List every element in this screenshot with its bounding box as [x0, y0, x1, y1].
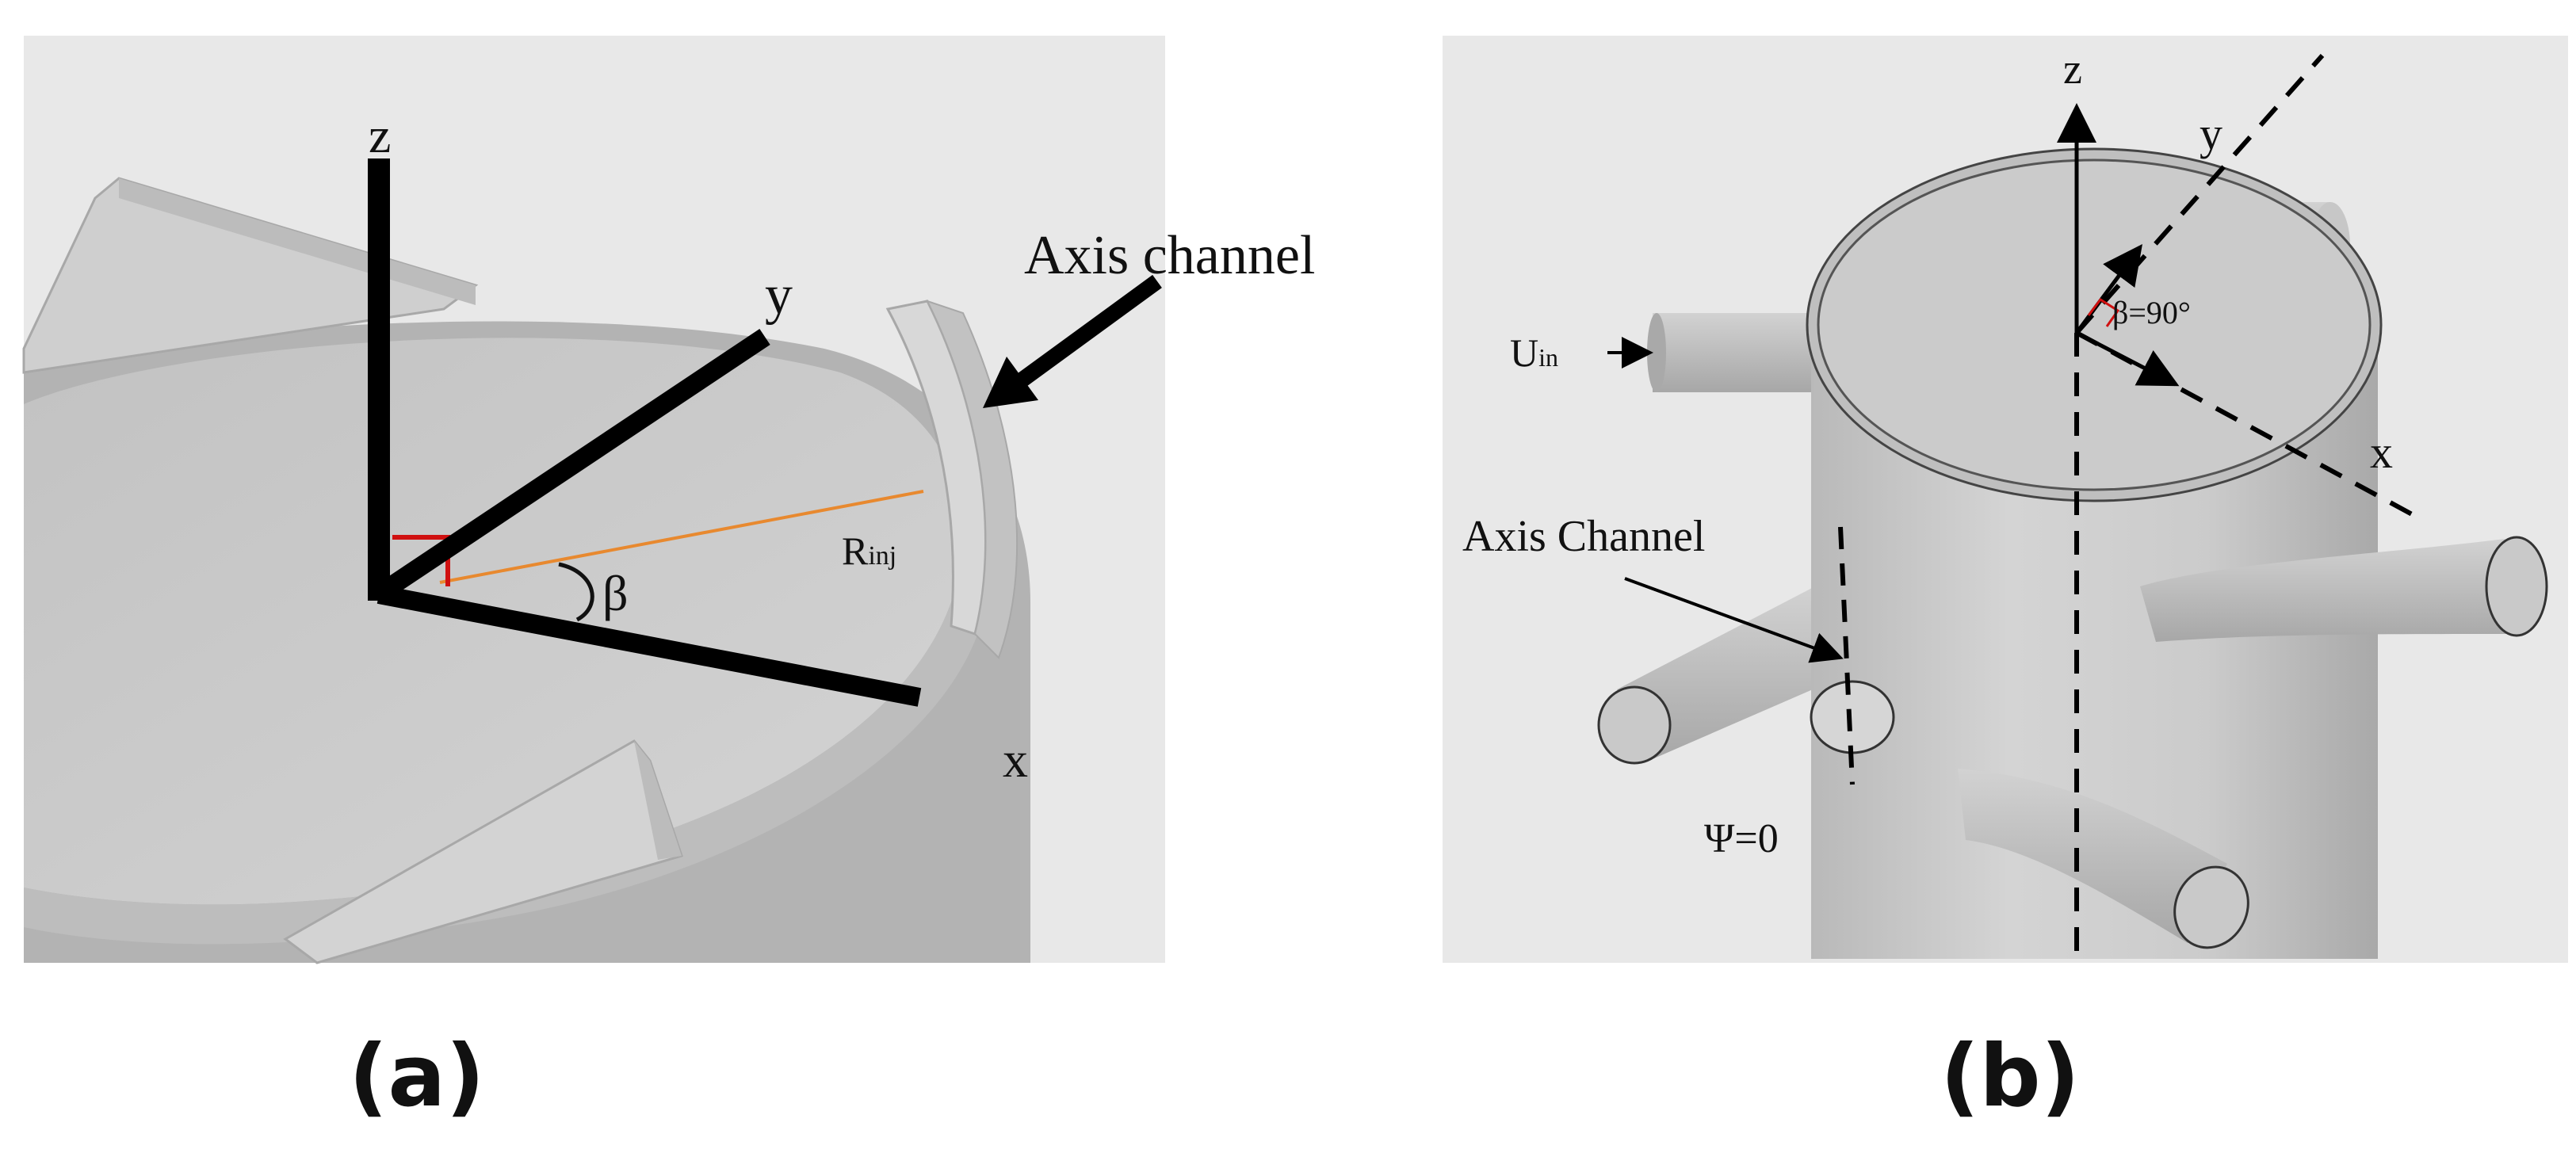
radius-label: Rinj	[842, 529, 896, 573]
dashed-x-line	[2075, 330, 2415, 517]
pipe-bottom-end	[2173, 865, 2249, 949]
angle-label-a: β	[602, 565, 629, 621]
axis-channel-arrow-b	[1624, 577, 1844, 663]
inlet-label: Uin	[1510, 330, 1558, 375]
angle-label-b: β=90°	[2112, 295, 2191, 330]
axis-y-b	[2074, 243, 2142, 334]
right-angle-mark-b	[2087, 297, 2120, 327]
axis-x-a	[376, 585, 922, 707]
axis-channel-callout-b: Axis Channel	[1462, 512, 1705, 561]
psi-label: Ψ=0	[1704, 816, 1779, 861]
axis-y-a	[373, 329, 770, 602]
cylinder-body	[1811, 325, 2378, 959]
axis-y-label-b: y	[2200, 108, 2222, 159]
inlet-pipe-end	[1647, 313, 1666, 392]
panel-b: z y x β=90° Uin Axis Channel Ψ=0 (b)	[1443, 36, 2568, 1126]
axis-y-label-a: y	[765, 265, 793, 326]
axis-x-b	[2075, 330, 2180, 387]
dashed-psi-line	[1838, 526, 1855, 785]
axis-z-label-b: z	[2063, 45, 2082, 93]
beta-arc	[558, 562, 594, 622]
axis-channel-pipe-end	[1810, 680, 1895, 754]
inlet-pipe	[1653, 313, 1811, 392]
panel-a-label: (a)	[349, 1027, 485, 1126]
axis-z-label-a: z	[369, 107, 391, 163]
axis-channel-arrow-a	[1006, 274, 1162, 395]
radius-line	[439, 490, 924, 584]
pipe-bottom	[1958, 769, 2227, 943]
pipe-right	[2140, 539, 2521, 642]
cylinder-top	[1817, 158, 2372, 491]
guide-vane-right-front	[926, 300, 1019, 659]
axis-x-label-a: x	[1003, 731, 1028, 788]
pipe-left-end	[1597, 685, 1672, 765]
axis-x-label-b: x	[2370, 426, 2393, 478]
guide-vane-bottom-face	[634, 741, 682, 860]
axis-channel-callout-a: Axis channel	[1024, 225, 1315, 286]
panel-a: z y x β Rinj Axis channel (a)	[22, 36, 1315, 1126]
panel-b-label: (b)	[1940, 1027, 2080, 1126]
axis-channel-arrowhead-a	[983, 357, 1038, 408]
pipe-right-end	[2485, 536, 2548, 637]
